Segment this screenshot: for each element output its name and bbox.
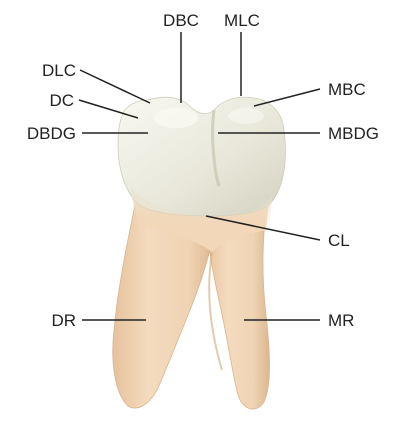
label-dr: DR (51, 311, 76, 330)
label-cl: CL (328, 231, 350, 250)
leader-mbc (254, 89, 320, 106)
label-mbc: MBC (328, 80, 366, 99)
label-dbc: DBC (163, 11, 199, 30)
label-mbdg: MBDG (328, 124, 379, 143)
cusp-highlight (154, 108, 198, 128)
leader-dlc (80, 70, 150, 103)
label-dbdg: DBDG (27, 124, 76, 143)
cusp-highlight (228, 108, 264, 124)
label-mr: MR (328, 311, 354, 330)
tooth-crown (118, 97, 285, 232)
label-mlc: MLC (224, 11, 260, 30)
label-dlc: DLC (42, 61, 76, 80)
label-dc: DC (49, 91, 74, 110)
